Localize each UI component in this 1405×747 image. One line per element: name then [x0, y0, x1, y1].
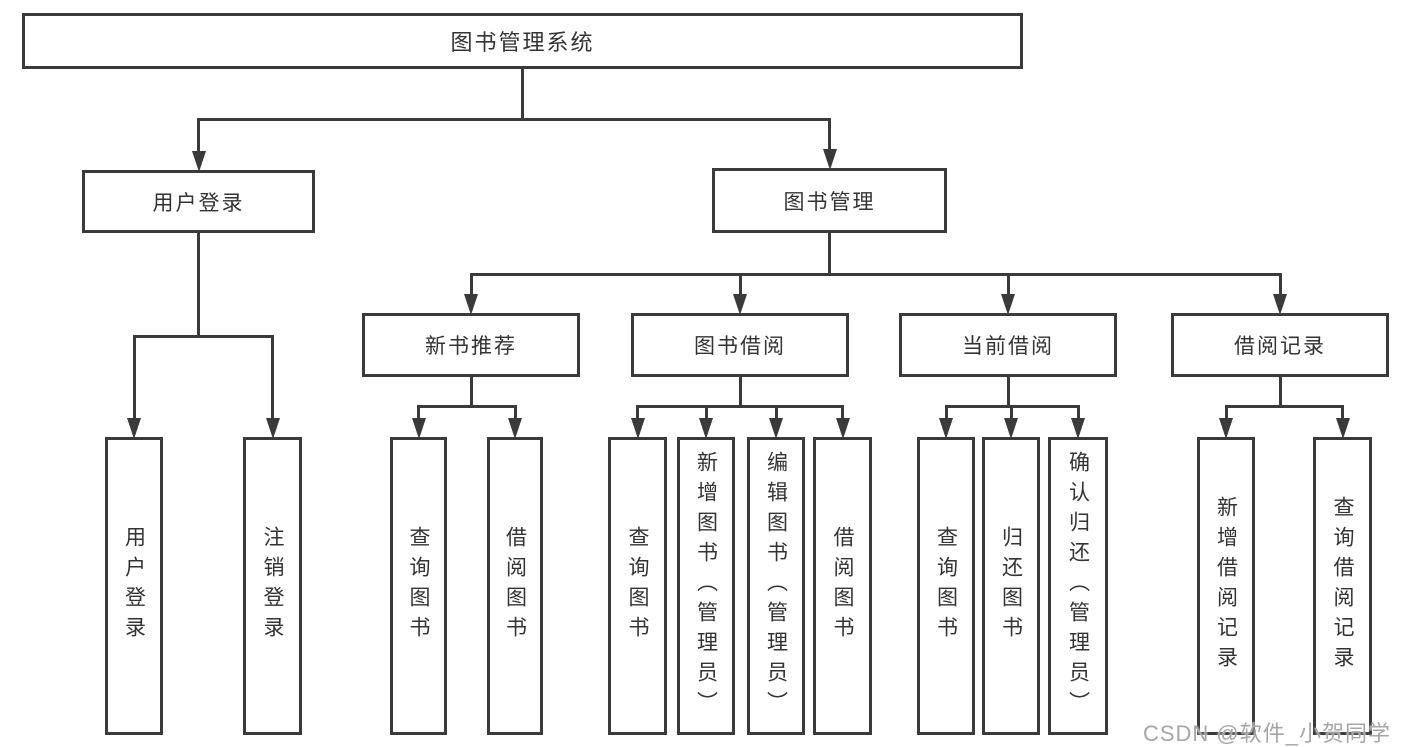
node-new-book-recommendation: 新书推荐: [362, 313, 580, 377]
arrow-down-icon: [1004, 418, 1018, 439]
connector-line: [1341, 405, 1344, 418]
connector-line: [738, 376, 742, 408]
arrow-down-icon: [1219, 418, 1233, 439]
connector-line: [1278, 376, 1282, 408]
leaf-label: 新增借阅记录: [1214, 496, 1238, 676]
connector-line: [1006, 273, 1010, 294]
arrow-down-icon: [411, 418, 426, 439]
leaf-borrow-books-borrowing: 借阅图书: [813, 437, 872, 735]
node-book-borrowing: 图书借阅: [631, 313, 849, 377]
arrow-down-icon: [630, 418, 645, 439]
leaf-logout: 注销登录: [243, 437, 302, 735]
connector-line: [197, 232, 200, 338]
arrow-down-icon: [939, 418, 953, 439]
leaf-label: 查询借阅记录: [1331, 496, 1354, 676]
watermark: CSDN @软件_小贺同学: [1142, 721, 1391, 746]
leaf-label: 新增图书（管理员）: [694, 451, 718, 721]
leaf-label: 查询图书: [407, 526, 430, 646]
arrow-down-icon: [1001, 294, 1015, 315]
leaf-return-books: 归还图书: [982, 437, 1040, 735]
leaf-query-borrow-record: 查询借阅记录: [1313, 437, 1372, 735]
arrow-down-icon: [191, 151, 206, 172]
leaf-user-login: 用户登录: [105, 437, 163, 735]
connector-line: [636, 405, 639, 418]
connector-line: [132, 335, 136, 418]
connector-line: [636, 405, 844, 408]
connector-line: [774, 405, 778, 418]
connector-line: [738, 273, 742, 294]
arrow-down-icon: [1071, 418, 1085, 439]
leaf-label: 注销登录: [261, 526, 284, 646]
node-user-login: 用户登录: [82, 170, 315, 233]
node-book-management: 图书管理: [712, 168, 947, 233]
leaf-query-books-borrowing: 查询图书: [608, 437, 667, 735]
connector-line: [1278, 273, 1282, 294]
leaf-borrow-books-recommend: 借阅图书: [487, 437, 543, 735]
leaf-label: 用户登录: [122, 526, 146, 646]
leaf-label: 归还图书: [999, 526, 1023, 646]
connector-line: [944, 405, 948, 418]
leaf-add-borrow-record: 新增借阅记录: [1197, 437, 1255, 735]
leaf-label: 借阅图书: [831, 526, 854, 646]
connector-line: [1224, 405, 1344, 408]
connector-line: [1224, 405, 1228, 418]
connector-line: [417, 405, 517, 408]
connector-line: [197, 118, 200, 151]
arrow-down-icon: [699, 418, 713, 439]
leaf-query-books-current: 查询图书: [917, 437, 975, 735]
connector-line: [828, 232, 831, 276]
connector-line: [271, 335, 274, 418]
leaf-edit-books-admin: 编辑图书（管理员）: [747, 437, 805, 735]
connector-line: [469, 273, 1282, 276]
arrow-down-icon: [1335, 418, 1350, 439]
connector-line: [469, 376, 473, 408]
connector-line: [841, 405, 844, 418]
connector-line: [513, 405, 517, 418]
connector-line: [417, 405, 420, 418]
connector-line: [828, 118, 831, 149]
node-borrowing-records: 借阅记录: [1171, 313, 1389, 377]
node-library-system: 图书管理系统: [22, 13, 1023, 69]
connector-line: [1076, 405, 1080, 418]
arrow-down-icon: [822, 149, 837, 170]
connector-line: [704, 405, 708, 418]
arrow-down-icon: [127, 418, 141, 439]
arrow-down-icon: [769, 418, 783, 439]
arrow-down-icon: [265, 418, 280, 439]
leaf-label: 编辑图书（管理员）: [764, 451, 788, 721]
arrow-down-icon: [508, 418, 522, 439]
leaf-label: 借阅图书: [503, 526, 527, 646]
node-current-borrowing: 当前借阅: [899, 313, 1117, 377]
connector-line: [132, 335, 274, 338]
leaf-label: 查询图书: [626, 526, 649, 646]
arrow-down-icon: [464, 294, 478, 315]
arrow-down-icon: [733, 294, 747, 315]
connector-line: [469, 273, 473, 294]
leaf-add-books-admin: 新增图书（管理员）: [677, 437, 735, 735]
leaf-query-books-recommend: 查询图书: [390, 437, 447, 735]
arrow-down-icon: [1273, 294, 1287, 315]
connector-line: [1009, 405, 1013, 418]
connector-line: [197, 118, 831, 121]
arrow-down-icon: [835, 418, 850, 439]
leaf-label: 确认归还（管理员）: [1066, 451, 1090, 721]
leaf-confirm-return-admin: 确认归还（管理员）: [1048, 437, 1108, 735]
connector-line: [521, 68, 524, 121]
leaf-label: 查询图书: [934, 526, 958, 646]
connector-line: [1006, 376, 1010, 408]
